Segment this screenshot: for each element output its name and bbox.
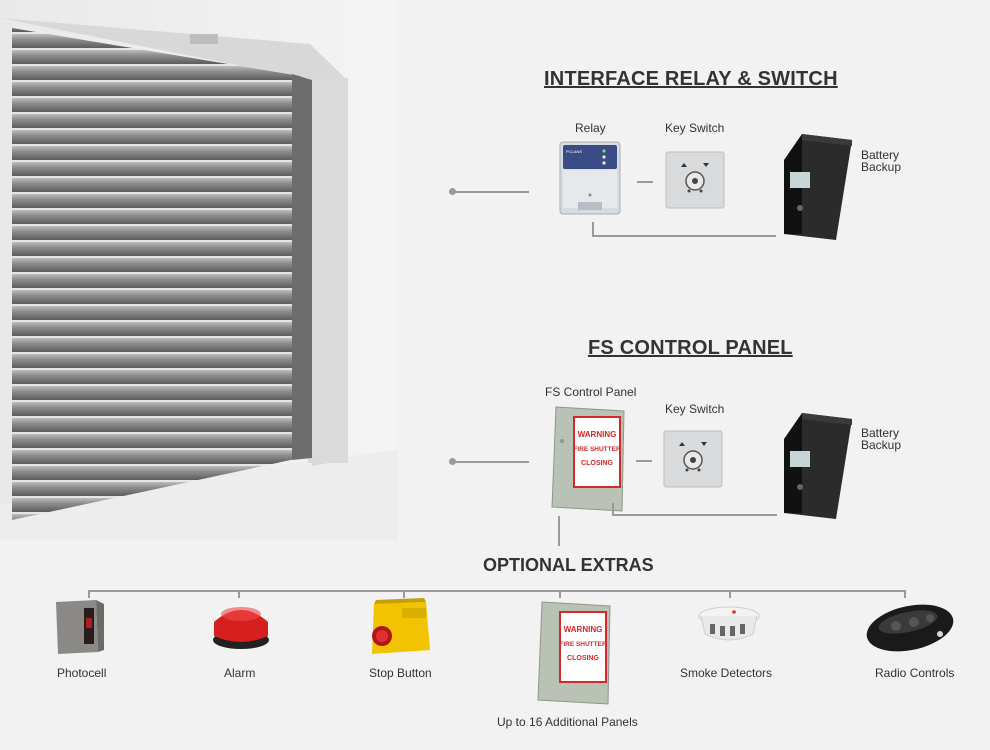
- fs-panel-section-title: FS CONTROL PANEL: [588, 337, 793, 359]
- battery-label-1-line2: Backup: [861, 160, 902, 174]
- relay-screen-text: PCLANS: [566, 149, 582, 154]
- fs-warning-line1: WARNING: [578, 430, 617, 439]
- extra-warning-line3: CLOSING: [567, 655, 599, 662]
- fs-connector-line: [455, 461, 529, 463]
- battery-label-2-line1: Battery: [861, 426, 900, 440]
- extras-drop-alarm: [238, 590, 240, 598]
- extra-warning-line1: WARNING: [564, 625, 603, 634]
- relay-label: Relay: [575, 121, 606, 135]
- relay-section-title: INTERFACE RELAY & SWITCH: [544, 68, 838, 90]
- fs-to-extras-line: [558, 516, 560, 546]
- key-switch-device-2: [663, 430, 723, 488]
- radio-controls-label: Radio Controls: [875, 666, 955, 680]
- fs-control-panel-label: FS Control Panel: [545, 385, 637, 399]
- fs-return-line-horizontal: [612, 514, 777, 516]
- stop-button-image: [368, 598, 432, 658]
- key-switch-device-1: [665, 151, 725, 209]
- optional-extras-title: OPTIONAL EXTRAS: [483, 555, 654, 575]
- battery-backup-device-1: [780, 134, 852, 240]
- fs-to-keyswitch-line: [636, 460, 652, 462]
- extras-drop-stop: [403, 590, 405, 598]
- shutter-door-photo: [0, 0, 398, 540]
- stop-button-label: Stop Button: [369, 666, 432, 680]
- fs-connector-dot: [449, 458, 456, 465]
- battery-label-1-line1: Battery: [861, 148, 900, 162]
- relay-return-line-horizontal: [592, 235, 776, 237]
- fs-return-line-vertical: [612, 503, 614, 515]
- radio-control-image: [862, 600, 958, 654]
- relay-return-line-vertical: [592, 222, 594, 236]
- photocell-image: [54, 598, 106, 656]
- relay-device-image: PCLANS: [558, 140, 622, 216]
- additional-panels-label: Up to 16 Additional Panels: [497, 715, 638, 729]
- extras-bus-line: [88, 590, 906, 592]
- smoke-detectors-label: Smoke Detectors: [680, 666, 773, 680]
- relay-to-keyswitch-line: [637, 181, 653, 183]
- extras-drop-smoke: [729, 590, 731, 598]
- additional-panel-image: WARNING FIRE SHUTTER CLOSING: [536, 600, 612, 706]
- battery-label-2-line2: Backup: [861, 438, 902, 452]
- extras-drop-radio: [904, 590, 906, 598]
- relay-connector-line: [455, 191, 529, 193]
- extra-warning-line2: FIRE SHUTTER: [559, 641, 607, 648]
- key-switch-label-1: Key Switch: [665, 121, 725, 135]
- smoke-detector-image: [696, 604, 762, 648]
- fs-warning-line3: CLOSING: [581, 460, 613, 467]
- photocell-label: Photocell: [57, 666, 107, 680]
- fs-control-panel-device: WARNING FIRE SHUTTER CLOSING: [550, 405, 626, 513]
- extras-drop-panels: [559, 590, 561, 598]
- fs-warning-line2: FIRE SHUTTER: [573, 446, 621, 453]
- extras-drop-photocell: [88, 590, 90, 598]
- relay-connector-dot: [449, 188, 456, 195]
- alarm-image: [210, 600, 272, 652]
- key-switch-label-2: Key Switch: [665, 402, 725, 416]
- alarm-label: Alarm: [224, 666, 256, 680]
- battery-backup-device-2: [780, 413, 852, 519]
